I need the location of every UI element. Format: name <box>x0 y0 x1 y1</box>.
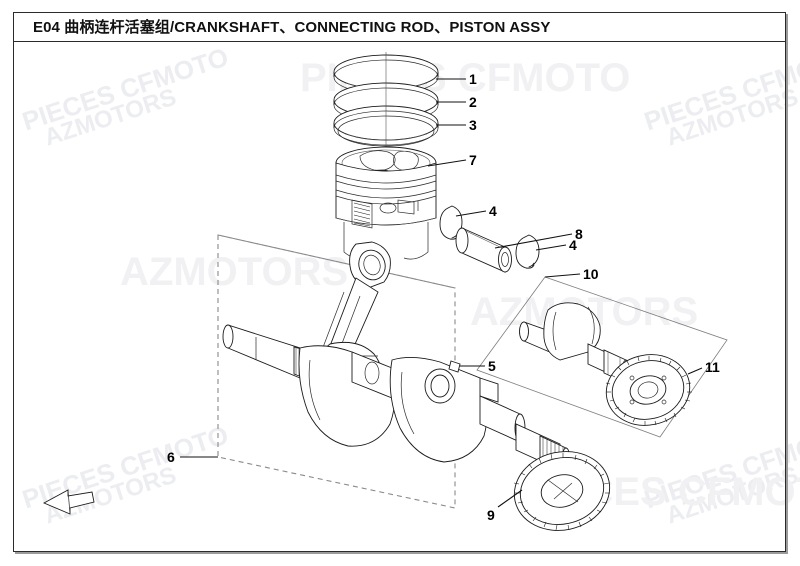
woodruff-key <box>448 360 461 373</box>
page-title: E04 曲柄连杆活塞组/CRANKSHAFT、CONNECTING ROD、PI… <box>33 19 551 36</box>
callout-2: 2 <box>469 94 477 110</box>
callout-4a: 4 <box>489 203 497 219</box>
callout-10: 10 <box>583 266 599 282</box>
piston-assembly <box>335 146 437 260</box>
callout-7: 7 <box>469 152 477 168</box>
balance-shaft-group-box <box>476 276 728 438</box>
callout-11: 11 <box>705 359 720 375</box>
callout-8: 8 <box>575 226 583 242</box>
callout-5: 5 <box>488 358 496 374</box>
callout-6: 6 <box>167 449 175 465</box>
diagram-frame <box>13 12 786 552</box>
balance-shaft-gear <box>605 354 692 426</box>
balance-shaft <box>519 302 653 392</box>
piston-pin <box>455 227 512 273</box>
callout-leaders <box>180 78 703 508</box>
callout-4b: 4 <box>569 237 577 253</box>
crankshaft-driven-gear <box>513 451 611 531</box>
callout-9: 9 <box>487 507 495 523</box>
callout-1: 1 <box>469 71 477 87</box>
title-bar: E04 曲柄连杆活塞组/CRANKSHAFT、CONNECTING ROD、PI… <box>13 12 786 42</box>
circlip-lower <box>515 234 540 269</box>
callout-3: 3 <box>469 117 477 133</box>
forward-direction-arrow <box>42 489 95 515</box>
